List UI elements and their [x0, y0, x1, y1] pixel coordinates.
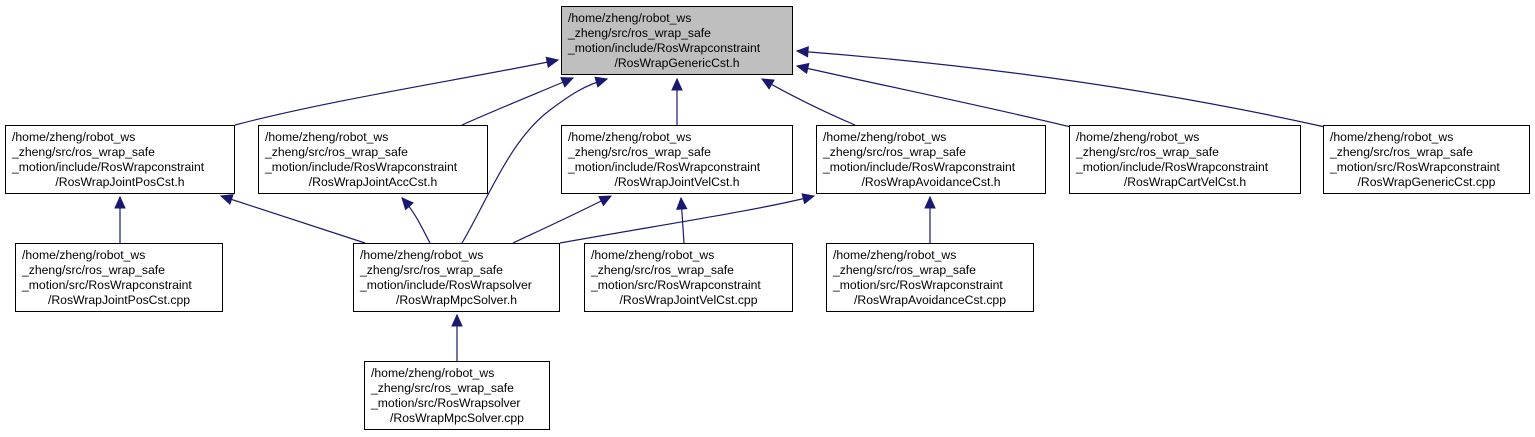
arrowhead-n8-to-n0	[594, 76, 609, 88]
node-line: _zheng/src/ros_wrap_safe	[568, 26, 711, 40]
node-line: /home/zheng/robot_ws	[823, 130, 947, 144]
node-line: _zheng/src/ros_wrap_safe	[823, 145, 966, 159]
node-roswrapjointvelcst-h[interactable]: /home/zheng/robot_ws _zheng/src/ros_wrap…	[561, 125, 793, 194]
node-line: _motion/src/RosWrapsolver	[371, 396, 521, 410]
arrowhead-n8-to-n3	[598, 195, 613, 207]
edge-n8-to-n0	[461, 78, 608, 244]
node-line: /home/zheng/robot_ws	[568, 11, 692, 25]
node-roswrapmpcsolver-h[interactable]: /home/zheng/robot_ws _zheng/src/ros_wrap…	[353, 243, 560, 312]
node-line: /RosWrapJointVelCst.cpp	[619, 293, 758, 307]
edge-n4-to-n0	[761, 78, 856, 126]
node-line: /RosWrapJointAccCst.h	[308, 175, 438, 189]
edge-n2-to-n0	[461, 77, 574, 126]
edge-n5-to-n0	[796, 65, 1072, 128]
node-line: /home/zheng/robot_ws	[265, 130, 389, 144]
node-roswrapgenericcst-h[interactable]: /home/zheng/robot_ws _zheng/src/ros_wrap…	[561, 6, 793, 75]
node-line: /RosWrapJointPosCst.h	[55, 175, 185, 189]
node-line: _zheng/src/ros_wrap_safe	[1076, 145, 1219, 159]
node-line: /home/zheng/robot_ws	[1330, 130, 1454, 144]
node-line: _motion/include/RosWrapconstraint	[568, 41, 761, 55]
node-line: _motion/include/RosWrapconstraint	[1076, 160, 1269, 174]
node-line: /RosWrapCartVelCst.h	[1123, 175, 1247, 189]
arrowhead-n10-to-n4	[924, 195, 936, 209]
arrowhead-n2-to-n0	[560, 77, 575, 88]
node-line: /RosWrapAvoidanceCst.cpp	[854, 293, 1006, 307]
arrowhead-n8-to-n4	[801, 193, 816, 205]
node-line: /home/zheng/robot_ws	[568, 130, 692, 144]
node-line: _motion/include/RosWrapsolver	[360, 278, 532, 292]
node-roswrapmpcsolver-cpp[interactable]: /home/zheng/robot_ws _zheng/src/ros_wrap…	[364, 361, 550, 430]
arrowhead-n4-to-n0	[760, 78, 775, 90]
arrowhead-n7-to-n1	[114, 195, 126, 209]
arrowhead-n9-to-n3	[676, 196, 688, 210]
node-line: _zheng/src/ros_wrap_safe	[833, 263, 976, 277]
node-line: /home/zheng/robot_ws	[591, 248, 715, 262]
edge-n8-to-n3	[512, 195, 612, 244]
node-line: _zheng/src/ros_wrap_safe	[568, 145, 711, 159]
node-line: _zheng/src/ros_wrap_safe	[1330, 145, 1473, 159]
node-line: _motion/include/RosWrapconstraint	[823, 160, 1016, 174]
node-line: _motion/src/RosWrapconstraint	[1330, 160, 1500, 174]
edges	[114, 46, 1326, 361]
arrowhead-n1-to-n0	[545, 56, 560, 68]
edge-n1-to-n0	[234, 59, 559, 126]
node-line: _zheng/src/ros_wrap_safe	[12, 145, 155, 159]
arrowhead-n5-to-n0	[795, 62, 810, 75]
node-line: /RosWrapMpcSolver.cpp	[390, 411, 524, 425]
node-line: _zheng/src/ros_wrap_safe	[591, 263, 734, 277]
node-line: /home/zheng/robot_ws	[833, 248, 957, 262]
node-roswrapjointposcst-cpp[interactable]: /home/zheng/robot_ws _zheng/src/ros_wrap…	[15, 243, 223, 312]
node-line: _zheng/src/ros_wrap_safe	[360, 263, 503, 277]
node-roswrapavoidancecst-cpp[interactable]: /home/zheng/robot_ws _zheng/src/ros_wrap…	[826, 243, 1034, 312]
node-line: _motion/src/RosWrapconstraint	[591, 278, 761, 292]
node-line: /home/zheng/robot_ws	[12, 130, 136, 144]
node-roswrapjointposcst-h[interactable]: /home/zheng/robot_ws _zheng/src/ros_wrap…	[5, 125, 235, 194]
node-line: /RosWrapGenericCst.cpp	[1357, 175, 1496, 189]
arrowhead-n8-to-n2	[401, 197, 414, 211]
node-line: /home/zheng/robot_ws	[22, 248, 146, 262]
node-roswrapjointvelcst-cpp[interactable]: /home/zheng/robot_ws _zheng/src/ros_wrap…	[584, 243, 793, 312]
edge-n8-to-n4	[559, 195, 815, 244]
arrowhead-n8-to-n1	[219, 194, 234, 206]
edge-n8-to-n1	[220, 195, 366, 244]
node-roswrapjointacccst-h[interactable]: /home/zheng/robot_ws _zheng/src/ros_wrap…	[258, 125, 488, 194]
node-line: /RosWrapMpcSolver.h	[395, 293, 518, 307]
node-line: _zheng/src/ros_wrap_safe	[22, 263, 165, 277]
node-line: /home/zheng/robot_ws	[1076, 130, 1200, 144]
node-line: /RosWrapAvoidanceCst.h	[861, 175, 1001, 189]
node-roswrapgenericcst-cpp[interactable]: /home/zheng/robot_ws _zheng/src/ros_wrap…	[1323, 125, 1530, 194]
node-line: _motion/src/RosWrapconstraint	[22, 278, 192, 292]
node-line: /home/zheng/robot_ws	[360, 248, 484, 262]
node-line: /RosWrapJointPosCst.cpp	[47, 293, 191, 307]
arrowhead-n3-to-n0	[671, 77, 683, 91]
node-line: /RosWrapJointVelCst.h	[614, 175, 740, 189]
node-roswrapavoidancecst-h[interactable]: /home/zheng/robot_ws _zheng/src/ros_wrap…	[816, 125, 1046, 194]
node-line: _zheng/src/ros_wrap_safe	[265, 145, 408, 159]
node-line: _motion/include/RosWrapconstraint	[12, 160, 205, 174]
node-line: _motion/include/RosWrapconstraint	[265, 160, 458, 174]
node-line: /RosWrapGenericCst.h	[614, 56, 740, 70]
node-roswrapcartvelcst-h[interactable]: /home/zheng/robot_ws _zheng/src/ros_wrap…	[1069, 125, 1301, 194]
arrowhead-n6-to-n0	[795, 46, 809, 58]
node-line: _motion/src/RosWrapconstraint	[833, 278, 1003, 292]
node-line: _zheng/src/ros_wrap_safe	[371, 381, 514, 395]
node-line: _motion/include/RosWrapconstraint	[568, 160, 761, 174]
edge-n6-to-n0	[796, 50, 1326, 128]
node-line: /home/zheng/robot_ws	[371, 366, 495, 380]
arrowhead-n11-to-n8	[451, 313, 463, 327]
